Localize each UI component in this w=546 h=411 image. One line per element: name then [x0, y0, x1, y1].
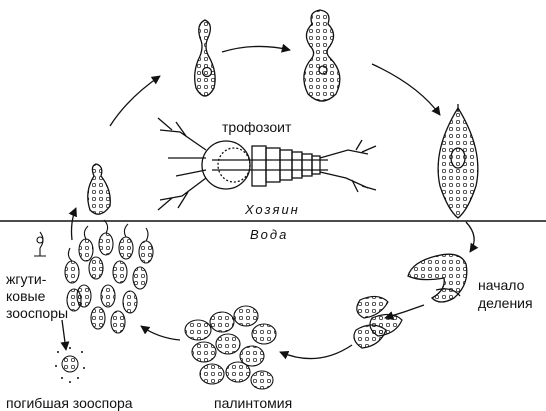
palintomy-cluster [185, 306, 276, 389]
arrow-to-dead-zoospore [62, 320, 66, 350]
label-water: Вода [250, 228, 288, 241]
arrow-spindle-to-division [466, 222, 474, 252]
arrow-zoospores-to-host [72, 208, 77, 240]
label-zoospores-1: жгути- [6, 272, 46, 286]
emerging-trophozoite [88, 164, 111, 214]
dead-zoospore [55, 347, 85, 383]
label-zoospores-3: зооспоры [6, 306, 68, 320]
arrow-fragments-to-palintomy [280, 345, 352, 359]
division-start [408, 254, 467, 302]
label-trophozoite: трофозоит [222, 120, 291, 134]
budding-trophozoite [304, 10, 340, 101]
trophozoite-stage [195, 20, 215, 96]
spindle-stage [438, 104, 478, 218]
label-division-start-1: начало [478, 278, 524, 292]
division-fragments [354, 296, 402, 348]
label-dead-zoospore: погибшая зооспора [6, 396, 133, 410]
label-division-start-2: деления [478, 296, 533, 310]
label-zoospores-2: ковые [6, 289, 45, 303]
arrow-budding-to-spindle [372, 64, 440, 115]
arrow-host-to-trophozoite [110, 76, 160, 126]
arrow-trophozoite-to-budding [222, 46, 290, 52]
arrow-palintomy-to-zoospores [141, 326, 180, 340]
label-palintomy: палинтомия [214, 396, 292, 410]
label-host: Хозяин [245, 203, 300, 216]
